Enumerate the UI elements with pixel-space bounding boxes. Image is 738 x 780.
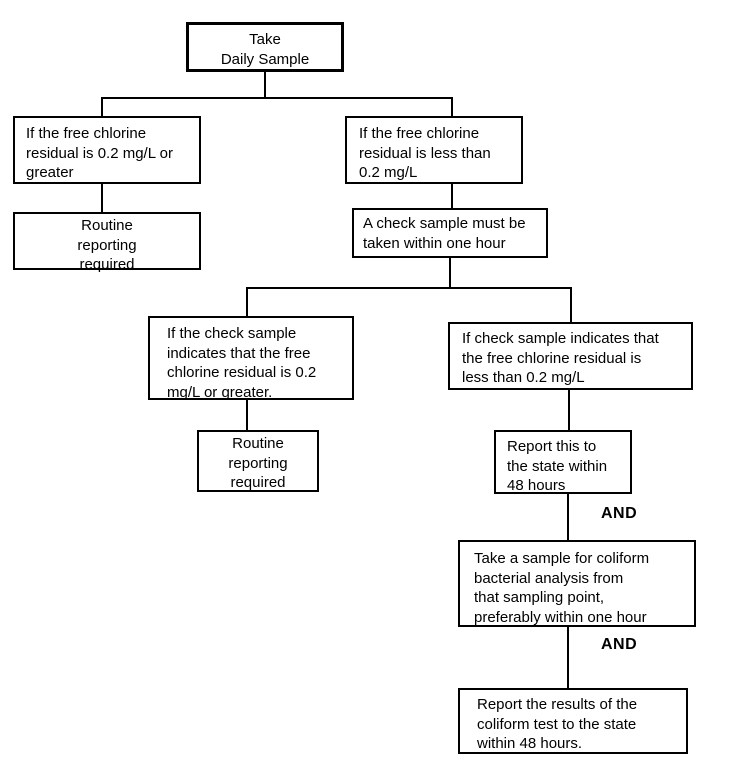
node-report-state: Report this to the state within 48 hours	[494, 430, 632, 494]
connector-split-1-right	[451, 97, 453, 116]
connector-split-2-right	[570, 287, 572, 322]
connector-coliform-down	[567, 627, 569, 688]
connector-split-1	[101, 97, 453, 99]
label-and-2: AND	[601, 636, 638, 653]
node-chlorine-ok: If the free chlorine residual is 0.2 mg/…	[13, 116, 201, 184]
connector-split-2-left	[246, 287, 248, 316]
node-coliform-sample: Take a sample for coliform bacterial ana…	[458, 540, 696, 627]
connector-root-down	[264, 72, 266, 98]
connector-check-low-down	[568, 390, 570, 430]
connector-chlorine-ok-down	[101, 184, 103, 212]
node-check-ok: If the check sample indicates that the f…	[148, 316, 354, 401]
node-routine-reporting-2: Routine reporting required	[197, 430, 319, 492]
connector-check-ok-down	[246, 400, 248, 430]
node-take-daily-sample: Take Daily Sample	[186, 22, 344, 72]
connector-split-2	[246, 287, 572, 289]
connector-check-sample-down	[449, 258, 451, 288]
label-and-1: AND	[601, 505, 638, 522]
node-chlorine-low: If the free chlorine residual is less th…	[345, 116, 523, 184]
node-check-sample: A check sample must be taken within one …	[352, 208, 548, 258]
connector-report-state-down	[567, 494, 569, 540]
node-check-low: If check sample indicates that the free …	[448, 322, 693, 390]
connector-split-1-left	[101, 97, 103, 116]
connector-chlorine-low-down	[451, 184, 453, 208]
node-report-results: Report the results of the coliform test …	[458, 688, 688, 754]
node-routine-reporting-1: Routine reporting required	[13, 212, 201, 273]
